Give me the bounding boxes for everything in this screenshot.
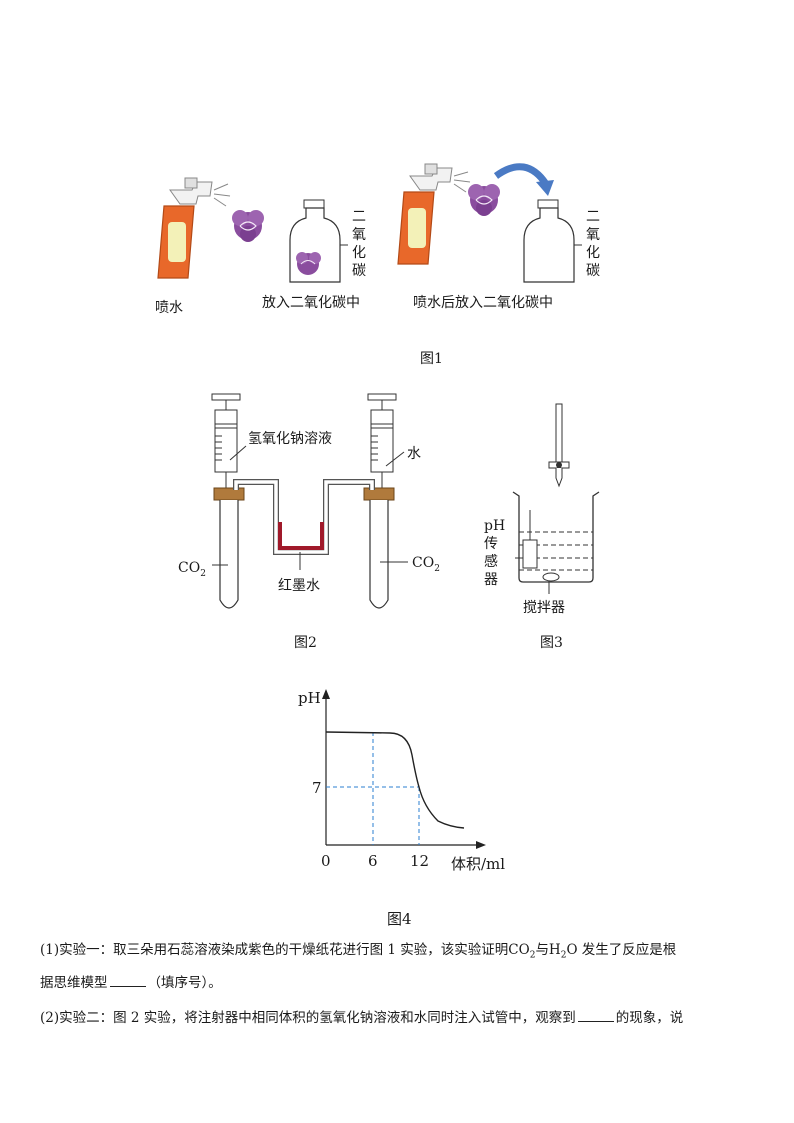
ph-curve bbox=[325, 731, 465, 829]
figure-1-caption: 图1 bbox=[420, 351, 443, 367]
answer-blank-2[interactable] bbox=[577, 1007, 614, 1022]
label-spray: 喷水 bbox=[155, 300, 183, 316]
stirrer-label: 搅拌器 bbox=[523, 600, 565, 616]
label-spray-then-co2: 喷水后放入二氧化碳中 bbox=[413, 295, 553, 311]
figure-3-drawing bbox=[512, 403, 600, 594]
spray-bottle-icon bbox=[397, 163, 471, 265]
naoh-solution-label: 氢氧化钠溶液 bbox=[248, 431, 332, 447]
figure-1-drawing bbox=[157, 163, 582, 283]
co2-vertical-label: 二氧化碳 bbox=[352, 209, 366, 279]
co2-left-label: CO2 bbox=[178, 560, 206, 579]
tick-12: 12 bbox=[410, 852, 430, 870]
answer-blank-1[interactable] bbox=[109, 972, 146, 987]
question-1-line-2: 据思维模型（填序号）。 bbox=[40, 972, 740, 993]
syringe-icon bbox=[367, 393, 405, 490]
syringe-icon bbox=[211, 393, 247, 490]
gas-bottle-empty bbox=[523, 199, 582, 283]
ph-sensor-label: pH 传 感 器 bbox=[484, 518, 506, 588]
purple-flower-icon bbox=[232, 210, 264, 242]
ph-chart bbox=[322, 689, 486, 849]
figure-3-caption: 图3 bbox=[540, 635, 563, 651]
red-ink-label: 红墨水 bbox=[278, 578, 320, 594]
figure-2-caption: 图2 bbox=[294, 635, 317, 651]
spray-bottle-icon bbox=[157, 177, 231, 279]
stirrer bbox=[542, 572, 560, 582]
y-axis-label: pH bbox=[298, 689, 321, 707]
tick-7: 7 bbox=[312, 779, 322, 797]
x-axis-arrow bbox=[476, 841, 486, 849]
figure-2-drawing bbox=[211, 393, 408, 609]
figure-4-caption: 图4 bbox=[387, 910, 412, 928]
red-ink bbox=[278, 522, 324, 550]
y-axis-arrow bbox=[322, 689, 330, 699]
test-tube-right bbox=[369, 500, 389, 609]
beaker bbox=[512, 491, 600, 583]
label-put-in-co2: 放入二氧化碳中 bbox=[262, 295, 360, 311]
water-label: 水 bbox=[407, 446, 421, 462]
curved-arrow-icon bbox=[493, 163, 554, 196]
x-axis-label: 体积/ml bbox=[451, 855, 506, 873]
tick-0: 0 bbox=[321, 852, 331, 870]
purple-flower-icon bbox=[468, 184, 500, 216]
question-2-line-1: (2)实验二：图 2 实验，将注射器中相同体积的氢氧化钠溶液和水同时注入试管中，… bbox=[40, 1007, 740, 1028]
co2-right-label: CO2 bbox=[412, 555, 440, 574]
question-1-line-1: (1)实验一：取三朵用石蕊溶液染成紫色的干燥纸花进行图 1 实验，该实验证明CO… bbox=[40, 942, 677, 961]
ph-sensor bbox=[522, 539, 538, 569]
tick-6: 6 bbox=[368, 852, 378, 870]
co2-vertical-label: 二氧化碳 bbox=[586, 209, 600, 279]
test-tube-left bbox=[219, 500, 239, 609]
gas-bottle-with-flower bbox=[289, 199, 348, 283]
